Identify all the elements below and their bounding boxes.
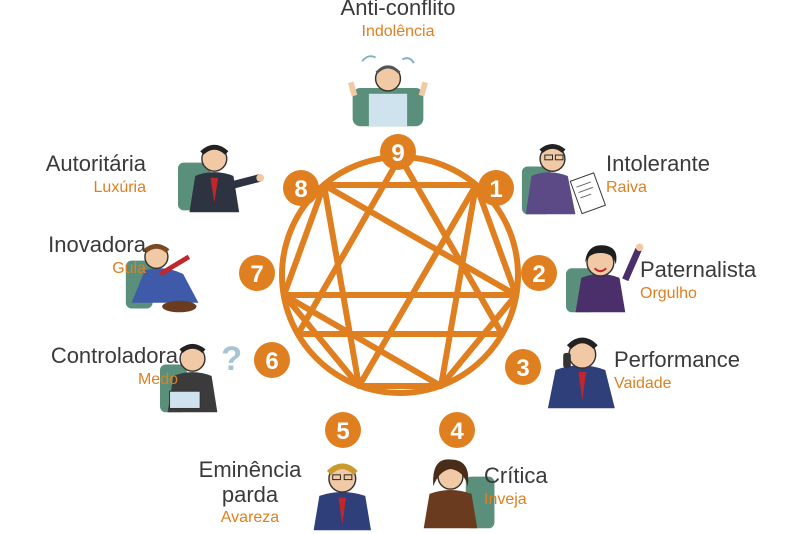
node-4-trait: Inveja xyxy=(484,490,527,508)
node-6-marker: 6 xyxy=(254,342,290,378)
pointing-executive-illustration xyxy=(178,144,264,213)
node-7-name: Inovadora xyxy=(48,232,146,257)
relaxed-person-illustration xyxy=(347,55,429,127)
node-2-name: Paternalista xyxy=(640,257,757,282)
node-3-marker: 3 xyxy=(505,349,541,385)
node-7-marker: 7 xyxy=(239,255,275,291)
node-5-name-line1: Eminência xyxy=(198,457,302,482)
node-1-trait: Raiva xyxy=(606,178,647,196)
node-8-name: Autoritária xyxy=(45,151,146,176)
enneagram-triangle xyxy=(295,154,505,337)
node-2-label: Paternalista Orgulho xyxy=(640,257,790,303)
node-1-name: Intolerante xyxy=(606,151,710,176)
svg-text:?: ? xyxy=(221,340,242,378)
node-number-3: 3 xyxy=(516,355,529,382)
node-number-5: 5 xyxy=(336,418,349,445)
performance-businessman-illustration xyxy=(547,337,615,409)
node-4-label: Crítica Inveja xyxy=(484,463,604,509)
paternalist-woman-illustration xyxy=(566,243,644,313)
node-number-9: 9 xyxy=(391,140,404,167)
node-4-name: Crítica xyxy=(484,463,548,488)
node-number-8: 8 xyxy=(294,176,307,203)
node-1-marker: 1 xyxy=(478,170,514,206)
node-4-marker: 4 xyxy=(439,412,475,448)
node-number-7: 7 xyxy=(250,261,263,288)
controller-illustration: ? xyxy=(160,340,242,413)
node-7-label: Inovadora Gula xyxy=(10,232,146,278)
node-1-label: Intolerante Raiva xyxy=(606,151,756,197)
node-5-marker: 5 xyxy=(325,412,361,448)
node-9-trait: Indolência xyxy=(361,22,435,40)
innovator-illustration xyxy=(125,243,199,313)
node-9-marker: 9 xyxy=(380,134,416,170)
node-number-6: 6 xyxy=(265,348,278,375)
node-number-1: 1 xyxy=(489,176,502,203)
critical-woman-illustration xyxy=(423,459,495,529)
node-3-name: Performance xyxy=(614,347,740,372)
node-9-name: Anti-conflito xyxy=(340,0,456,20)
node-3-trait: Vaidade xyxy=(614,374,672,392)
node-2-marker: 2 xyxy=(521,255,557,291)
node-2-trait: Orgulho xyxy=(640,284,697,302)
node-8-label: Autoritária Luxúria xyxy=(14,151,146,197)
node-6-name: Controladora xyxy=(50,343,178,368)
node-number-4: 4 xyxy=(450,418,464,445)
node-3-label: Performance Vaidade xyxy=(614,347,784,393)
node-6-label: Controladora Medo xyxy=(8,343,178,389)
node-5-label: Eminência parda Avareza xyxy=(180,457,320,527)
node-8-marker: 8 xyxy=(283,170,319,206)
node-8-trait: Luxúria xyxy=(93,178,146,196)
node-9-label: Anti-conflito Indolência xyxy=(300,0,496,41)
node-number-2: 2 xyxy=(532,261,545,288)
node-5-name-line2: parda xyxy=(221,481,279,507)
node-7-trait: Gula xyxy=(112,259,146,277)
intolerant-person-illustration xyxy=(521,144,606,215)
enneagram-hexad xyxy=(281,182,519,389)
node-6-trait: Medo xyxy=(137,370,178,388)
eminence-parda-illustration xyxy=(313,463,371,531)
node-5-trait: Avareza xyxy=(220,509,280,527)
